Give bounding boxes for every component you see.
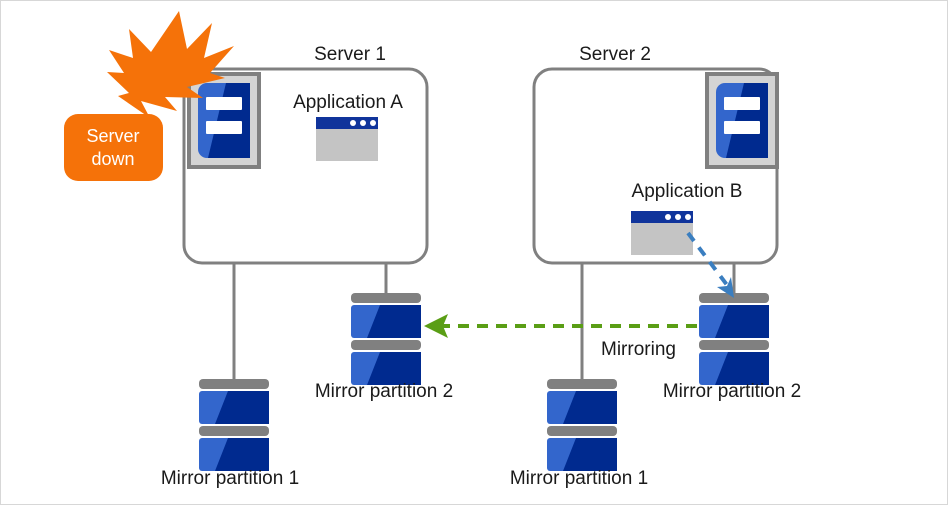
server-2-title: Server 2 — [579, 44, 651, 65]
write-arrow — [686, 231, 734, 298]
server-1-title: Server 1 — [314, 44, 386, 65]
connector-lines-server-2 — [580, 263, 736, 383]
application-b-label: Application B — [631, 181, 743, 202]
server-down-label-line1: Server — [86, 126, 140, 146]
disk-label-s1-mirror-2: Mirror partition 2 — [314, 381, 454, 402]
app-window-icon — [631, 211, 693, 255]
disk-label-s1-mirror-1: Mirror partition 1 — [160, 468, 300, 489]
disk-label-s2-mirror-2: Mirror partition 2 — [662, 381, 802, 402]
disk-stack-icon — [699, 293, 769, 385]
explosion-burst-icon — [107, 11, 234, 118]
app-window-icon — [316, 117, 378, 161]
disk-stack-icon — [199, 379, 269, 471]
connector-lines-server-1 — [232, 263, 388, 383]
disk-stack-icon — [351, 293, 421, 385]
server-tower-icon — [187, 72, 261, 169]
disk-label-s2-mirror-1: Mirror partition 1 — [509, 468, 649, 489]
mirroring-arrow — [424, 314, 697, 338]
server-down-label-line2: down — [91, 149, 135, 169]
disk-stack-icon — [547, 379, 617, 471]
application-a-label: Application A — [293, 92, 403, 113]
server-down-badge — [64, 114, 163, 181]
mirroring-label: Mirroring — [601, 339, 676, 360]
server-tower-icon — [705, 72, 779, 169]
